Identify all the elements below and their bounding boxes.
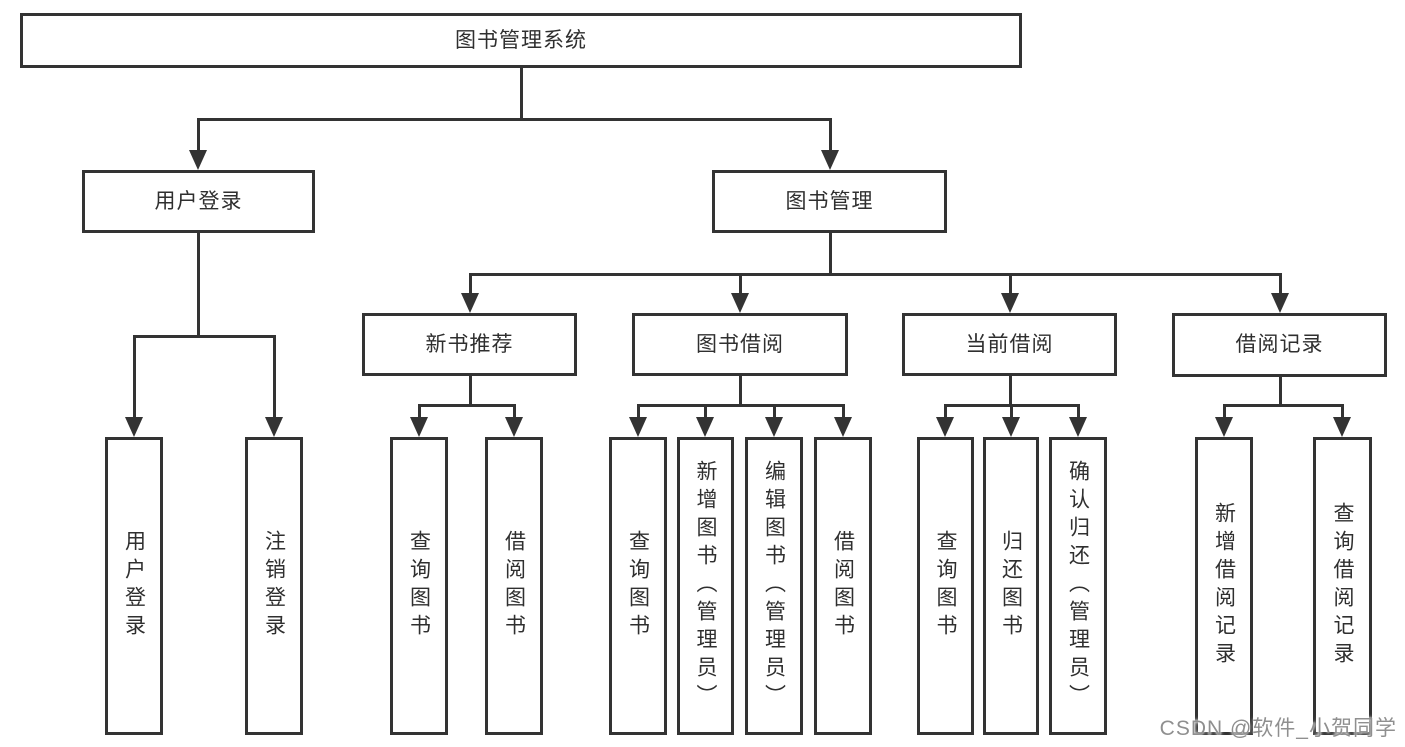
node-label-current-borrowing: 当前借阅 bbox=[965, 332, 1054, 356]
arrowhead-icon-book-management-to-children-3 bbox=[1271, 293, 1289, 313]
node-label-borrow-books-borrowing: 借阅图书 bbox=[831, 530, 855, 642]
arrowhead-icon-new-book-recommendation-children-1 bbox=[505, 417, 523, 437]
arrowhead-icon-book-borrowing-children-0 bbox=[629, 417, 647, 437]
node-add-borrow-record: 新增借阅记录 bbox=[1195, 437, 1253, 735]
node-label-user-login: 用户登录 bbox=[154, 189, 243, 213]
node-user-login: 用户登录 bbox=[82, 170, 315, 233]
arrowhead-icon-current-borrowing-children-1 bbox=[1002, 417, 1020, 437]
node-return-books: 归还图书 bbox=[983, 437, 1039, 735]
connector-drop-book-management-to-children-2 bbox=[1008, 273, 1012, 295]
connector-rail-root-to-level1 bbox=[196, 118, 832, 121]
node-label-return-books: 归还图书 bbox=[999, 530, 1023, 642]
node-current-borrowing: 当前借阅 bbox=[902, 313, 1117, 376]
connector-drop-root-to-level1-1 bbox=[828, 118, 832, 152]
node-borrow-books-borrowing: 借阅图书 bbox=[814, 437, 872, 735]
connector-drop-book-management-to-children-0 bbox=[468, 273, 472, 295]
connector-stem-root-to-level1 bbox=[519, 68, 523, 118]
node-book-management: 图书管理 bbox=[712, 170, 947, 233]
arrowhead-icon-book-borrowing-children-1 bbox=[696, 417, 714, 437]
node-label-borrowing-records: 借阅记录 bbox=[1235, 333, 1324, 357]
connector-drop-book-borrowing-children-0 bbox=[636, 404, 640, 419]
connector-stem-borrowing-records-children bbox=[1278, 376, 1282, 404]
connector-drop-user-login-to-children-0 bbox=[132, 335, 136, 419]
node-label-book-management: 图书管理 bbox=[785, 189, 874, 213]
connector-drop-book-borrowing-children-3 bbox=[841, 404, 845, 419]
node-query-borrow-record: 查询借阅记录 bbox=[1313, 437, 1372, 735]
connector-rail-new-book-recommendation-children bbox=[417, 404, 516, 407]
node-label-book-borrowing: 图书借阅 bbox=[696, 332, 784, 356]
node-edit-book-admin: 编辑图书（管理员） bbox=[745, 437, 803, 735]
node-system-root: 图书管理系统 bbox=[20, 13, 1022, 68]
arrowhead-icon-user-login-to-children-0 bbox=[125, 417, 143, 437]
node-label-query-books-borrowing: 查询图书 bbox=[626, 530, 650, 642]
arrowhead-icon-book-management-to-children-0 bbox=[461, 293, 479, 313]
node-query-books-current: 查询图书 bbox=[917, 437, 974, 735]
arrowhead-icon-current-borrowing-children-0 bbox=[936, 417, 954, 437]
connector-drop-current-borrowing-children-1 bbox=[1009, 404, 1013, 419]
node-new-book-recommendation: 新书推荐 bbox=[362, 313, 577, 376]
node-book-borrowing: 图书借阅 bbox=[632, 313, 848, 376]
node-label-query-books-current: 查询图书 bbox=[934, 530, 957, 642]
connector-drop-root-to-level1-0 bbox=[196, 118, 200, 152]
connector-drop-borrowing-records-children-0 bbox=[1222, 404, 1226, 419]
node-label-borrow-books-recommend: 借阅图书 bbox=[502, 530, 526, 642]
connector-rail-book-borrowing-children bbox=[636, 404, 845, 407]
arrowhead-icon-root-to-level1-0 bbox=[189, 150, 207, 170]
node-confirm-return-admin: 确认归还（管理员） bbox=[1049, 437, 1107, 735]
node-label-logout: 注销登录 bbox=[262, 530, 286, 642]
arrowhead-icon-new-book-recommendation-children-0 bbox=[410, 417, 428, 437]
arrowhead-icon-book-management-to-children-2 bbox=[1001, 293, 1019, 313]
connector-drop-book-management-to-children-3 bbox=[1278, 273, 1282, 295]
connector-stem-current-borrowing-children bbox=[1008, 376, 1012, 404]
connector-stem-user-login-to-children bbox=[196, 233, 200, 335]
node-user-login-leaf: 用户登录 bbox=[105, 437, 163, 735]
arrowhead-icon-current-borrowing-children-2 bbox=[1069, 417, 1087, 437]
arrowhead-icon-book-management-to-children-1 bbox=[731, 293, 749, 313]
arrowhead-icon-book-borrowing-children-3 bbox=[834, 417, 852, 437]
arrowhead-icon-borrowing-records-children-1 bbox=[1333, 417, 1351, 437]
arrowhead-icon-book-borrowing-children-2 bbox=[765, 417, 783, 437]
node-label-add-book-admin: 新增图书（管理员） bbox=[694, 460, 717, 712]
connector-rail-borrowing-records-children bbox=[1222, 404, 1344, 407]
connector-rail-book-management-to-children bbox=[468, 273, 1282, 276]
node-add-book-admin: 新增图书（管理员） bbox=[677, 437, 734, 735]
connector-stem-new-book-recommendation-children bbox=[468, 376, 472, 404]
node-label-system-root: 图书管理系统 bbox=[455, 28, 587, 52]
arrowhead-icon-root-to-level1-1 bbox=[821, 150, 839, 170]
connector-drop-book-borrowing-children-1 bbox=[703, 404, 707, 419]
node-label-new-book-recommendation: 新书推荐 bbox=[425, 332, 514, 356]
node-label-user-login-leaf: 用户登录 bbox=[122, 530, 146, 642]
connector-drop-book-management-to-children-1 bbox=[738, 273, 742, 295]
connector-drop-user-login-to-children-1 bbox=[272, 335, 276, 419]
arrowhead-icon-user-login-to-children-1 bbox=[265, 417, 283, 437]
connector-drop-borrowing-records-children-1 bbox=[1340, 404, 1344, 419]
connector-drop-current-borrowing-children-0 bbox=[943, 404, 947, 419]
connector-rail-user-login-to-children bbox=[132, 335, 276, 338]
node-logout: 注销登录 bbox=[245, 437, 303, 735]
node-query-books-borrowing: 查询图书 bbox=[609, 437, 667, 735]
connector-stem-book-management-to-children bbox=[828, 233, 832, 273]
connector-drop-book-borrowing-children-2 bbox=[772, 404, 776, 419]
connector-stem-book-borrowing-children bbox=[738, 376, 742, 404]
node-borrow-books-recommend: 借阅图书 bbox=[485, 437, 543, 735]
node-label-edit-book-admin: 编辑图书（管理员） bbox=[762, 460, 786, 712]
csdn-watermark: CSDN @软件_小贺同学 bbox=[1159, 717, 1397, 740]
node-query-books-recommend: 查询图书 bbox=[390, 437, 448, 735]
connector-drop-current-borrowing-children-2 bbox=[1076, 404, 1080, 419]
arrowhead-icon-borrowing-records-children-0 bbox=[1215, 417, 1233, 437]
node-label-confirm-return-admin: 确认归还（管理员） bbox=[1066, 460, 1090, 712]
connector-drop-new-book-recommendation-children-0 bbox=[417, 404, 421, 419]
connector-drop-new-book-recommendation-children-1 bbox=[512, 404, 516, 419]
node-borrowing-records: 借阅记录 bbox=[1172, 313, 1387, 377]
node-label-add-borrow-record: 新增借阅记录 bbox=[1212, 502, 1236, 670]
node-label-query-borrow-record: 查询借阅记录 bbox=[1331, 502, 1354, 670]
node-label-query-books-recommend: 查询图书 bbox=[407, 530, 431, 642]
